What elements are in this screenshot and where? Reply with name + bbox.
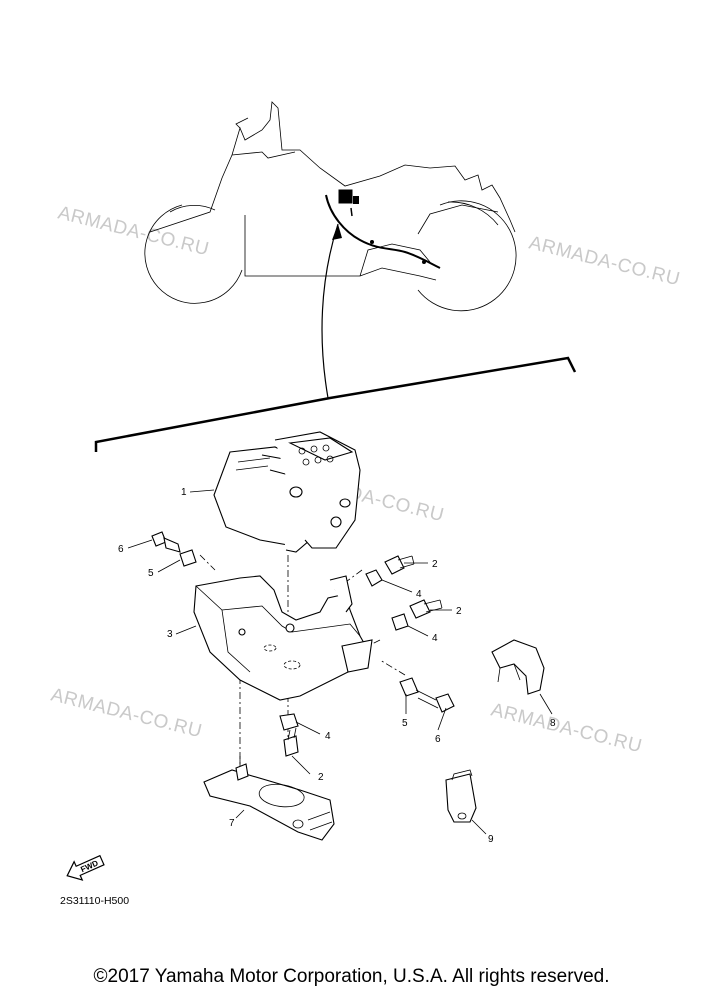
collar-5-left	[179, 549, 197, 567]
callout-3: 3	[167, 629, 173, 640]
bolt-6-left	[151, 531, 181, 553]
callout-5-right: 5	[402, 718, 408, 729]
motorcycle-outline	[144, 101, 517, 399]
watermark: ARMADA-CO.RU	[56, 202, 211, 260]
nut-4-middle	[391, 613, 409, 631]
watermark: ARMADA-CO.RU	[527, 232, 682, 290]
callout-2-middle: 2	[456, 606, 462, 617]
callout-4-middle: 4	[432, 633, 438, 644]
copyright-notice: ©2017 Yamaha Motor Corporation, U.S.A. A…	[93, 966, 610, 987]
leader-lines	[127, 489, 553, 835]
clip-8	[491, 639, 545, 695]
bolt-2-middle	[409, 599, 443, 619]
bolt-2-upper	[384, 555, 415, 575]
abs-bracket	[193, 575, 373, 701]
bolt-2-lower	[283, 727, 299, 757]
watermarks: ARMADA-CO.RU ARMADA-CO.RU ARMADA-CO.RU A…	[49, 202, 682, 757]
nut-4-upper	[365, 569, 383, 587]
nut-4-lower	[279, 713, 299, 731]
diagram-code: 2S31110-H500	[60, 895, 129, 907]
watermark: ARMADA-CO.RU	[489, 699, 644, 757]
callout-9: 9	[488, 834, 494, 845]
callout-numbers: 1 6 5 2 4 2 4 3 4 2 5 6 8 7 9	[118, 487, 556, 845]
abs-hydraulic-unit	[213, 431, 361, 553]
callout-4-upper: 4	[416, 589, 422, 600]
collar-5-right	[399, 677, 419, 697]
callout-8: 8	[550, 718, 556, 729]
callout-2-upper: 2	[432, 559, 438, 570]
callout-1: 1	[181, 487, 187, 498]
callout-6-left: 6	[118, 544, 124, 555]
frame-line	[94, 356, 577, 452]
callout-7: 7	[229, 818, 235, 829]
bolt-6-right	[415, 689, 455, 713]
callout-2-lower: 2	[318, 772, 324, 783]
callout-5-left: 5	[148, 568, 154, 579]
connector-9	[445, 769, 477, 823]
lower-plate	[203, 756, 335, 841]
callout-6-right: 6	[435, 734, 441, 745]
watermark: ARMADA-CO.RU	[49, 684, 204, 742]
fwd-arrow-icon: FWD	[66, 854, 105, 881]
callout-4-lower: 4	[325, 731, 331, 742]
